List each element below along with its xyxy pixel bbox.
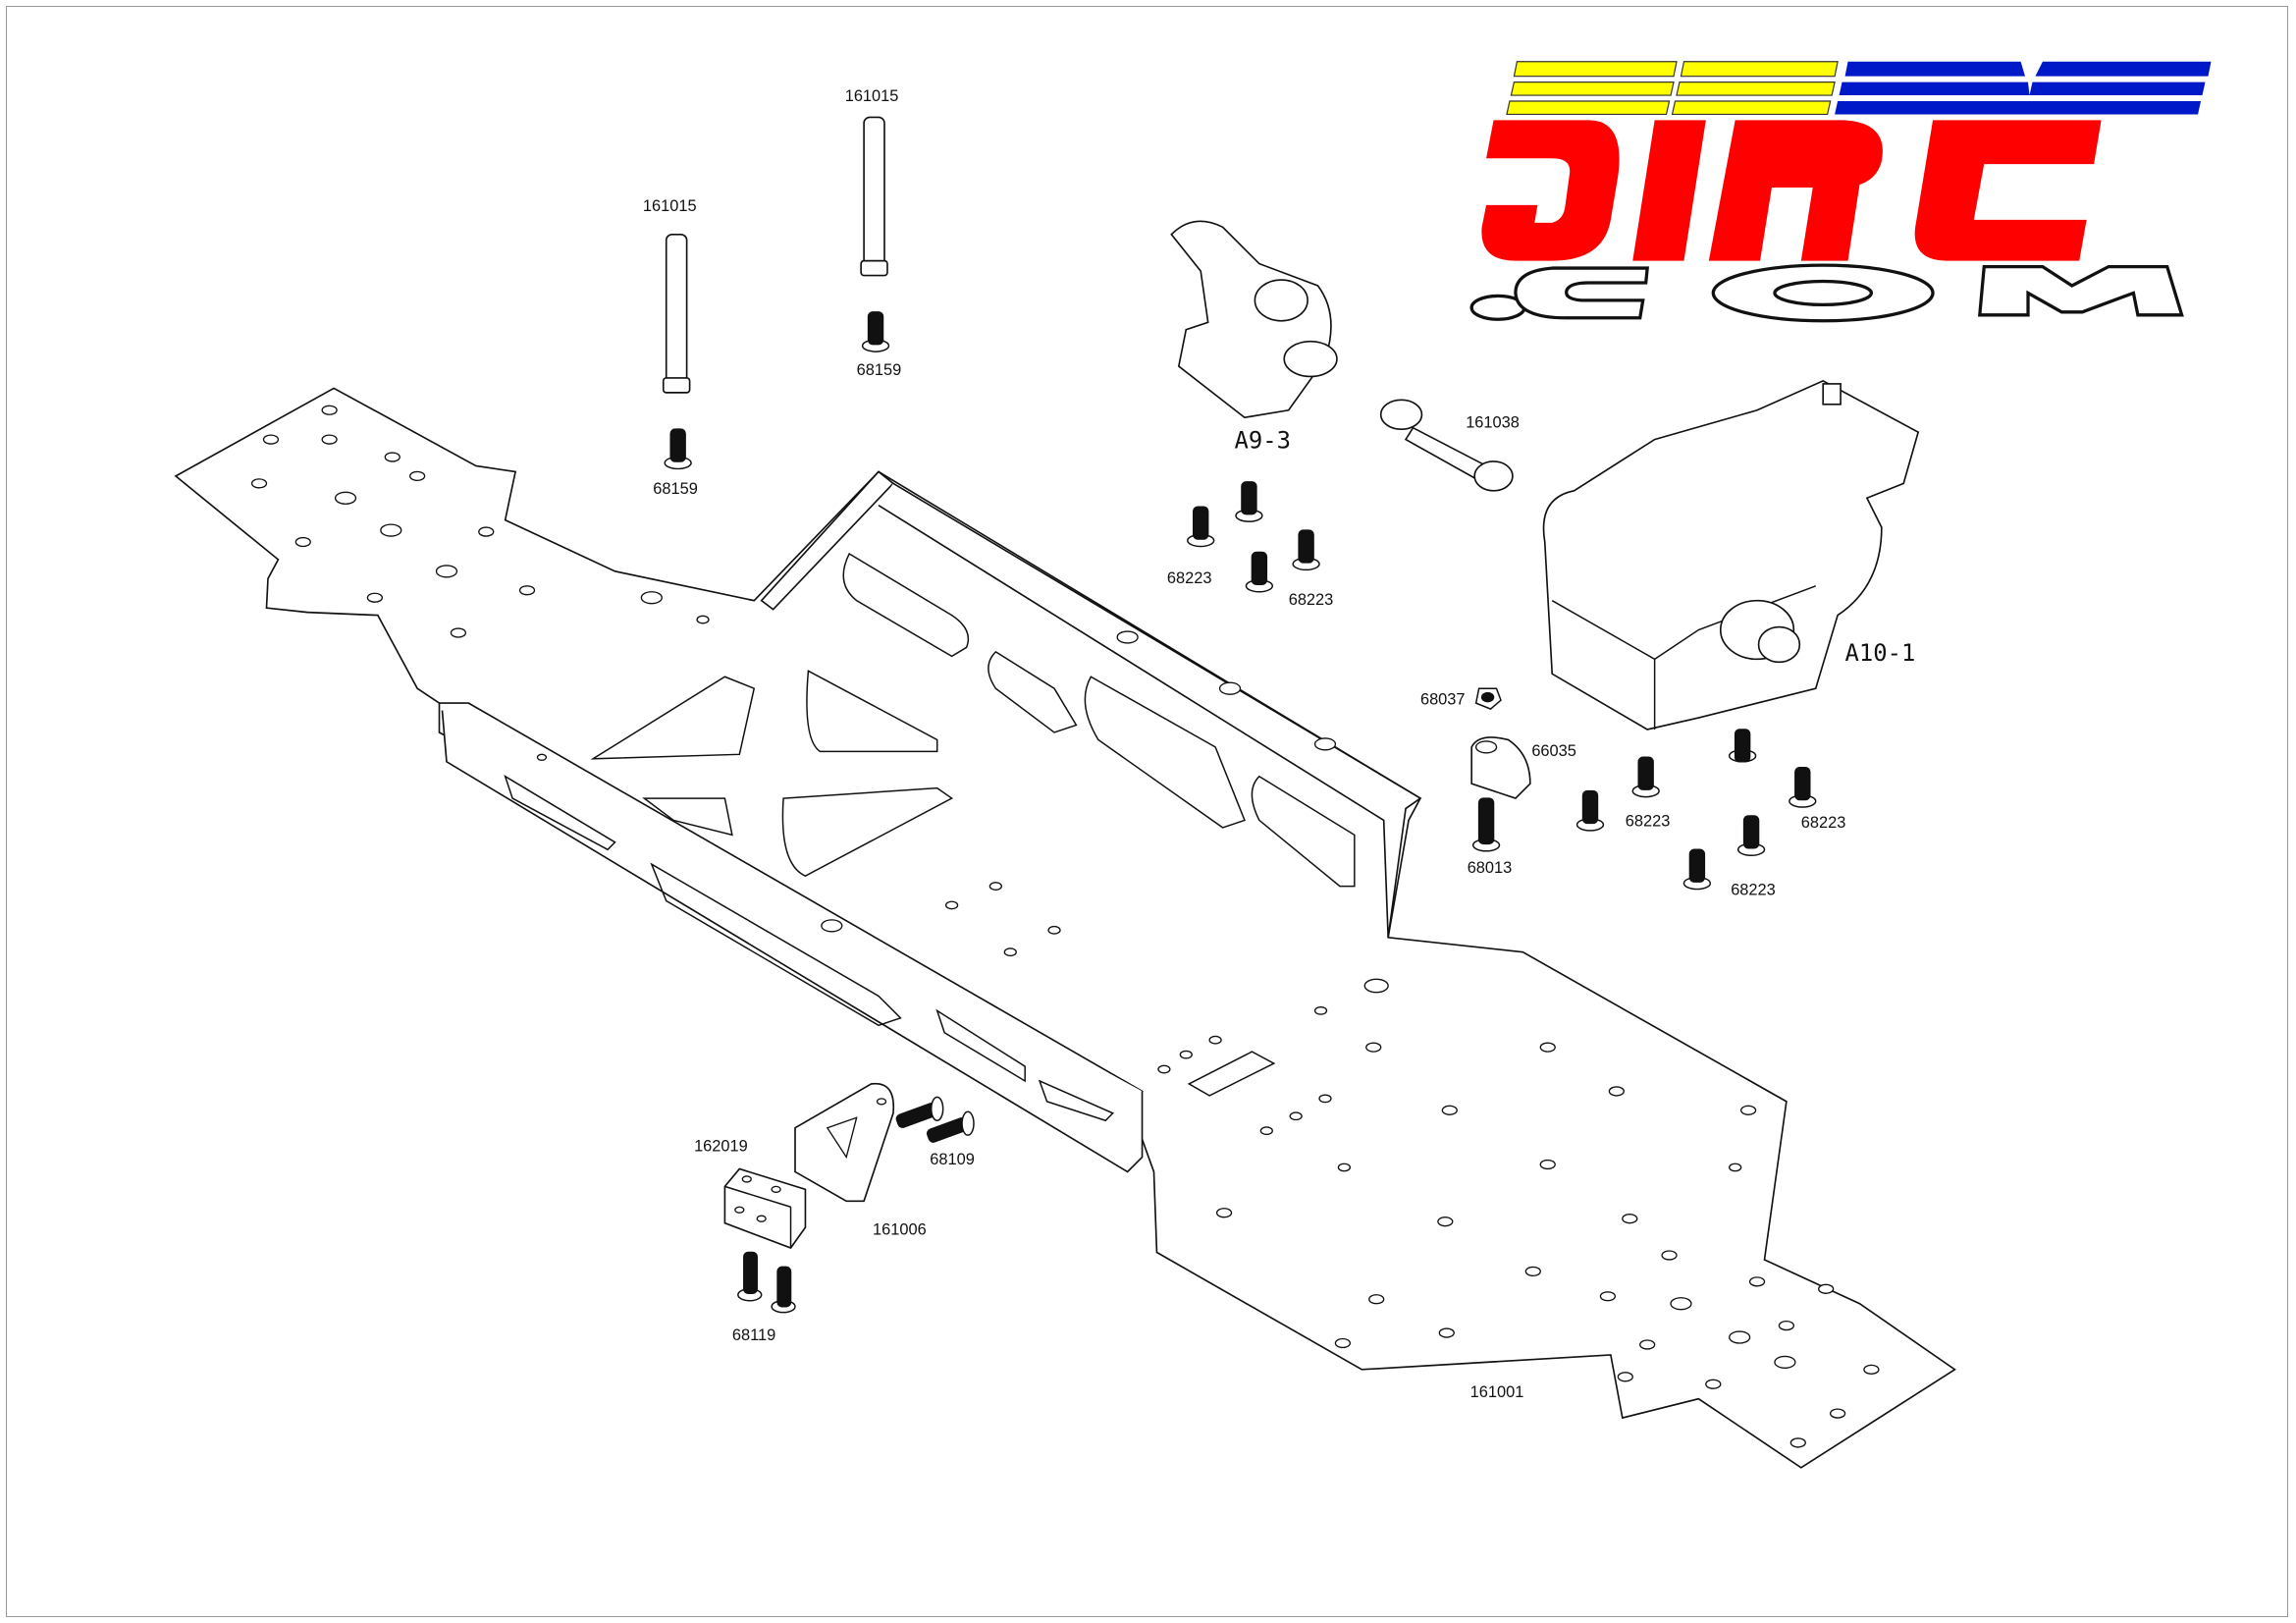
5trc-logo [1469, 61, 2212, 323]
label-161015: 161015 [845, 87, 899, 105]
label-162019: 162019 [694, 1138, 748, 1156]
page-border [6, 6, 2288, 1617]
label-68223: 68223 [1167, 569, 1212, 587]
mounting-holes [250, 405, 1880, 1448]
label-161038: 161038 [1466, 414, 1520, 432]
rail-cutouts [504, 552, 1356, 1122]
clamp-66035 [1470, 736, 1531, 800]
logo-yellow-stripes [1506, 61, 1839, 116]
bearing-holder-a9-3 [1170, 220, 1338, 419]
label-68159: 68159 [857, 361, 902, 379]
part-labels: 161015 161015 68159 68159 A9-3 161038 68… [643, 87, 1916, 1401]
label-68223: 68223 [1626, 812, 1671, 830]
label-68037: 68037 [1420, 691, 1466, 709]
label-68159: 68159 [653, 480, 698, 498]
block-162019 [723, 1167, 807, 1250]
logo-blue-stripes [1835, 61, 2212, 115]
label-161015: 161015 [643, 197, 697, 215]
label-68109: 68109 [930, 1151, 975, 1168]
bracket-161006 [794, 1082, 895, 1203]
label-68223: 68223 [1801, 814, 1846, 832]
label-68223: 68223 [1731, 882, 1776, 899]
logo-com-text [1469, 263, 2184, 323]
label-a9-3: A9-3 [1235, 427, 1291, 455]
label-161006: 161006 [873, 1221, 927, 1239]
screws [664, 311, 1817, 1314]
gearbox-a10-1 [1542, 380, 1920, 730]
dogbone-161038 [1379, 399, 1514, 492]
label-a10-1: A10-1 [1845, 639, 1916, 667]
label-68223: 68223 [1289, 591, 1334, 609]
post-161015 [662, 116, 888, 394]
label-66035: 66035 [1531, 742, 1576, 760]
label-68119: 68119 [732, 1326, 775, 1344]
label-68013: 68013 [1468, 859, 1513, 877]
chassis-plate-161001 [174, 387, 1956, 1469]
label-161001: 161001 [1470, 1383, 1524, 1401]
logo-red-letters [1481, 120, 2102, 261]
